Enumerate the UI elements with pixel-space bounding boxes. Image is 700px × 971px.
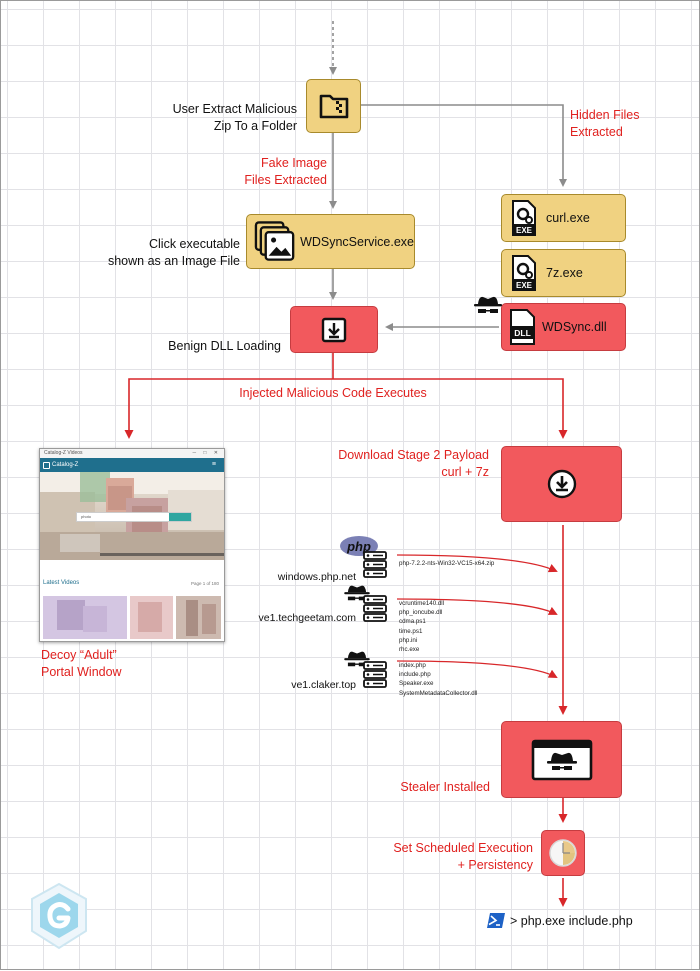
wdsyncservice-filename: WDSyncService.exe [300, 234, 414, 249]
menu-icon: ≡ [211, 461, 216, 468]
to-download-arrow [333, 378, 568, 439]
server-host-claker: ve1.claker.top [291, 679, 356, 691]
zip-folder-node [306, 79, 361, 133]
server3-arrow [396, 660, 558, 678]
clock-icon [549, 839, 577, 867]
video-controls-bar [100, 553, 224, 556]
video-thumbnail [43, 596, 127, 639]
stealer-node [501, 721, 622, 798]
decoy-window-title: Catalog-Z Videos [44, 450, 83, 456]
server-icon [363, 661, 387, 688]
zip-folder-icon [319, 94, 348, 119]
svg-text:DLL: DLL [514, 328, 531, 338]
svg-text:EXE: EXE [516, 281, 533, 290]
sevenzip-node: EXE 7z.exe [501, 249, 626, 297]
scheduled-label: Set Scheduled Execution+ Persistency [393, 841, 533, 872]
benign-dll-label: Benign DLL Loading [168, 339, 281, 353]
spy-icon [474, 296, 502, 313]
powershell-icon [487, 913, 505, 928]
scheduled-node [541, 830, 585, 876]
server-host-techgeetam: ve1.techgeetam.com [258, 612, 356, 624]
php-logo-icon: php [340, 536, 378, 556]
server1-arrow [396, 554, 558, 573]
stealer-window-icon [531, 739, 592, 780]
spy-icon [344, 585, 370, 601]
window-controls-icon: ─ □ ✕ [192, 450, 221, 456]
dll-loading-node [290, 306, 378, 353]
exe-file-icon: EXE [512, 255, 536, 291]
wdsync-dll-node: DLL WDSync.dll [501, 303, 626, 351]
sevenzip-filename: 7z.exe [546, 266, 583, 280]
video-thumbnail [130, 596, 173, 639]
server-files-php: php-7.2.2-nts-Win32-VC15-x64.zip [399, 560, 495, 567]
dll-file-icon: DLL [510, 309, 535, 345]
server2-arrow [396, 598, 558, 615]
decoy-hero-image: photo [40, 472, 224, 560]
svg-text:php: php [346, 539, 371, 554]
download-stage2-node [501, 446, 622, 522]
camera-icon [43, 462, 50, 469]
image-files-icon [254, 220, 295, 261]
decoy-navbar: Catalog-Z ≡ [40, 458, 224, 472]
import-icon [321, 317, 347, 342]
wdsyncservice-node: WDSyncService.exe [246, 214, 415, 269]
injected-code-label: Injected Malicious Code Executes [239, 386, 427, 400]
video-thumbnail [176, 596, 221, 639]
to-decoy-arrow [124, 378, 333, 439]
server-icon [363, 595, 387, 622]
curl-node: EXE curl.exe [501, 194, 626, 242]
decoy-portal-window: Catalog-Z Videos ─ □ ✕ Catalog-Z ≡ photo… [39, 448, 225, 642]
decoy-section-title: Latest Videos [43, 580, 80, 586]
search-icon [169, 513, 191, 521]
command-text: > php.exe include.php [510, 913, 633, 928]
decoy-brand: Catalog-Z [52, 462, 79, 468]
gen-logo-icon [31, 882, 87, 950]
decoy-search-input: photo [76, 512, 192, 522]
decoy-titlebar: Catalog-Z Videos ─ □ ✕ [40, 449, 224, 458]
download-icon [547, 469, 576, 499]
server-icon [363, 551, 387, 578]
decoy-label: Decoy “Adult”Portal Window [41, 648, 122, 679]
server-host-php: windows.php.net [277, 571, 356, 583]
decoy-pagination: Page 1 of 180 [190, 581, 219, 586]
zip-to-hidden-arrow [361, 104, 567, 187]
curl-filename: curl.exe [546, 211, 590, 225]
svg-text:EXE: EXE [516, 226, 533, 235]
spy-icon [344, 651, 370, 667]
command-line: > php.exe include.php [487, 913, 633, 928]
stealer-installed-label: Stealer Installed [400, 780, 490, 794]
exe-file-icon: EXE [512, 200, 536, 236]
wdsync-dll-filename: WDSync.dll [542, 320, 607, 334]
